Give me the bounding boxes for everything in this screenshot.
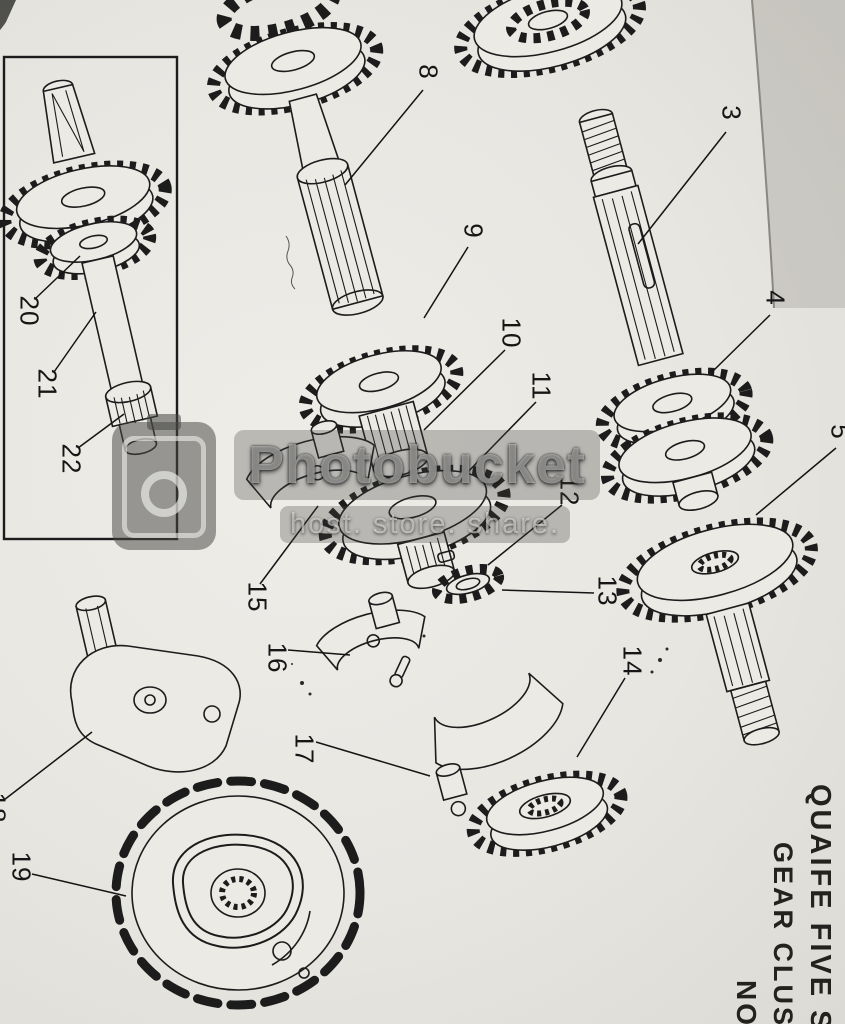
part-label-21: 21	[32, 368, 63, 400]
sliding-gear-14	[466, 770, 628, 857]
paper-shading	[0, 0, 845, 309]
gear-11	[318, 464, 511, 566]
detent-pin	[389, 655, 411, 688]
camera-lens-icon	[141, 470, 187, 517]
part-label-20: 20	[14, 295, 45, 327]
selector-fork-17	[433, 672, 564, 817]
top-right-gear	[454, 0, 646, 78]
layshaft-assembly	[578, 108, 818, 746]
corner-smudge	[0, 0, 16, 30]
part-label-5-partial: 5	[825, 424, 845, 439]
inset-frame	[2, 55, 179, 541]
watermark: Photobucket host. store. share.	[112, 414, 672, 574]
part-label-19: 19	[6, 851, 37, 883]
title-line-2: GEAR CLUSTE	[768, 842, 798, 1024]
clip-12	[437, 549, 456, 564]
gear-4-lower	[600, 412, 774, 504]
watermark-tagline: host. store. share.	[280, 506, 571, 543]
part-label-17: 17	[289, 733, 320, 765]
selector-fork-16	[315, 591, 426, 671]
kickstart-shaft-assembly	[0, 79, 172, 456]
leader-lines	[3, 89, 837, 897]
watermark-text: Photobucket host. store. share.	[234, 422, 601, 543]
part-label-3: 3	[716, 105, 747, 121]
gear-20-lower	[33, 215, 157, 281]
part-label-13: 13	[592, 575, 623, 607]
splined-collar-22	[104, 380, 159, 428]
part-label-16: 16	[262, 642, 293, 674]
part-label-18-partial: 18	[0, 792, 12, 824]
part-label-10: 10	[496, 317, 527, 349]
gear-quadrant	[69, 595, 241, 773]
title-block: QUAIFE FIVE S GEAR CLUSTE NO	[730, 784, 836, 1024]
top-gear	[206, 22, 384, 116]
scan-speckles	[291, 634, 669, 696]
part-label-14: 14	[617, 645, 648, 677]
watermark-brand: Photobucket	[234, 430, 601, 500]
part-label-15: 15	[242, 581, 273, 613]
camera-body-outline	[122, 436, 206, 538]
cam-plate-19	[111, 776, 365, 1010]
part-label-9: 9	[458, 223, 489, 239]
camera-icon	[112, 414, 216, 550]
mainshaft-assembly	[206, 0, 511, 590]
artist-signature-squiggle	[285, 235, 296, 290]
part-label-22: 22	[56, 443, 87, 475]
part-label-8: 8	[413, 64, 444, 80]
selector-fork-15	[245, 420, 376, 509]
camera-notch	[147, 414, 181, 430]
title-line-1: QUAIFE FIVE S	[804, 784, 836, 1024]
splined-hub-10	[358, 400, 429, 478]
part-label-4: 4	[760, 290, 791, 306]
part-label-11: 11	[526, 371, 557, 401]
title-line-3: NO	[731, 980, 762, 1024]
